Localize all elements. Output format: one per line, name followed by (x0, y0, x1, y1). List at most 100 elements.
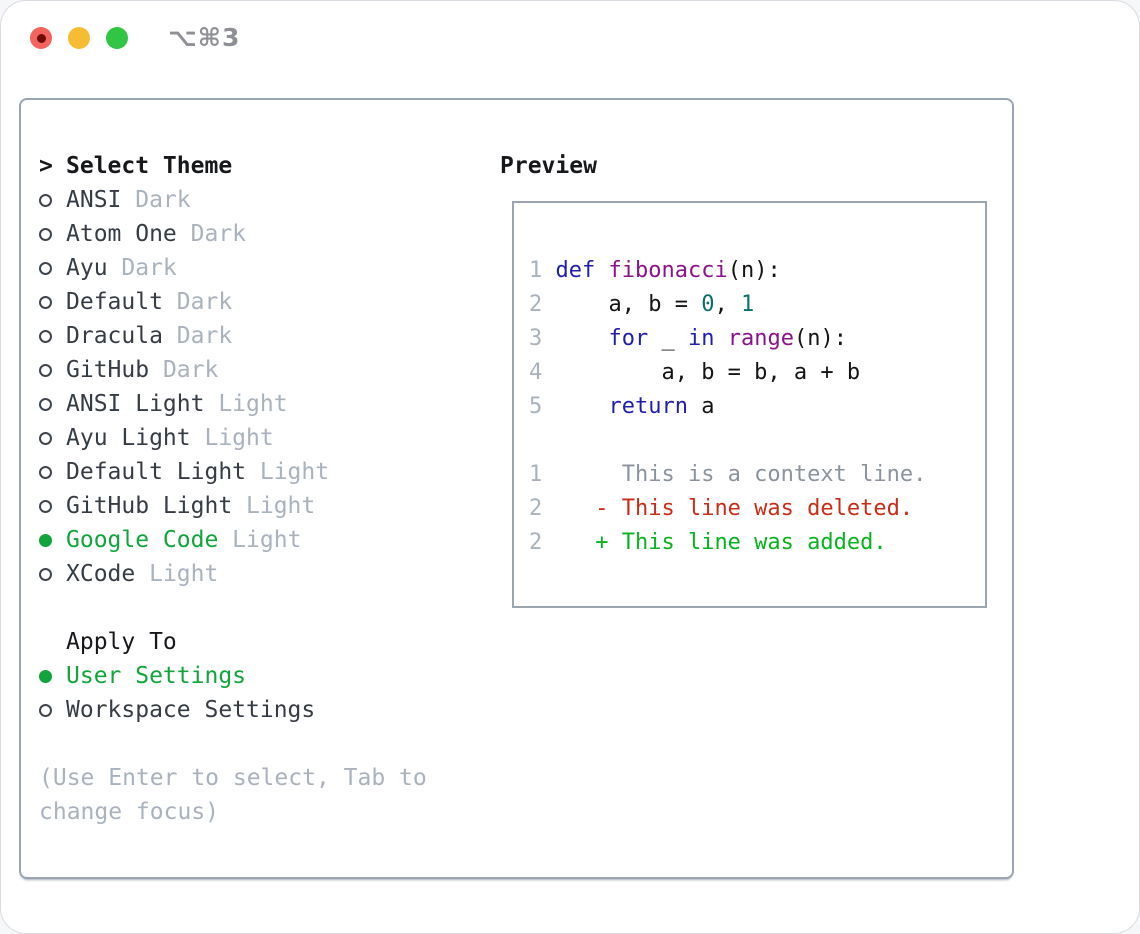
radio-slot (39, 363, 66, 377)
select-theme-heading-row: > Select Theme (39, 149, 479, 183)
code-token: a (687, 394, 715, 419)
radio-icon (39, 431, 52, 445)
code-token (714, 326, 727, 351)
apply-option-label: User Settings (66, 663, 247, 689)
theme-option-google-code[interactable]: Google Code Light (39, 523, 479, 557)
cursor-indicator: > (39, 153, 53, 179)
radio-slot (39, 465, 66, 479)
diff-preview: 1 This is a context line.2 - This line w… (529, 458, 985, 560)
code-token: a, b = (555, 292, 702, 317)
code-token: _ (648, 326, 688, 351)
code-token: 0 (701, 292, 715, 317)
radio-slot (39, 295, 66, 309)
radio-slot (39, 567, 66, 581)
code-token: This is a context line. (555, 462, 927, 487)
theme-variant: Light (204, 391, 288, 417)
theme-option-dracula[interactable]: Dracula Dark (39, 319, 479, 353)
theme-variant: Dark (162, 289, 233, 315)
preview-line: 3 for _ in range(n): (529, 322, 985, 356)
theme-option-xcode[interactable]: XCode Light (39, 557, 479, 591)
theme-variant: Light (232, 493, 316, 519)
titlebar: ⌥⌘3 (1, 1, 1139, 71)
line-number: 1 (529, 462, 543, 487)
theme-variant: Light (190, 425, 274, 451)
code-token: + This line was added. (555, 530, 887, 555)
theme-name: ANSI Light (66, 391, 205, 417)
line-number: 5 (529, 394, 543, 419)
preview-line: 5 return a (529, 390, 985, 424)
line-number: 4 (529, 360, 543, 385)
radio-slot (39, 329, 66, 343)
preview-title: Preview (500, 153, 597, 179)
theme-variant: Dark (149, 357, 219, 383)
radio-slot (39, 227, 66, 241)
radio-icon (39, 465, 52, 479)
radio-icon (39, 193, 52, 207)
radio-slot (39, 499, 66, 513)
radio-slot (39, 703, 66, 717)
preview-line: 2 a, b = 0, 1 (529, 288, 985, 322)
radio-slot (39, 261, 66, 275)
theme-option-default[interactable]: Default Dark (39, 285, 479, 319)
theme-option-ayu-light[interactable]: Ayu Light Light (39, 421, 479, 455)
theme-option-atom-one[interactable]: Atom One Dark (39, 217, 479, 251)
theme-name: GitHub (66, 357, 150, 383)
preview-line: 2 - This line was deleted. (529, 492, 985, 526)
code-token: def (555, 258, 596, 283)
line-number: 2 (529, 292, 543, 317)
preview-line: 4 a, b = b, a + b (529, 356, 985, 390)
theme-name: GitHub Light (66, 493, 233, 519)
theme-name: Google Code (66, 527, 219, 553)
radio-selected-icon (39, 533, 52, 547)
maximize-button[interactable] (106, 27, 128, 49)
theme-option-default-light[interactable]: Default Light Light (39, 455, 479, 489)
window-title: ⌥⌘3 (168, 23, 241, 52)
apply-option-workspace-settings[interactable]: Workspace Settings (39, 693, 479, 727)
apply-option-user-settings[interactable]: User Settings (39, 659, 479, 693)
radio-icon (39, 567, 52, 581)
line-number: 2 (529, 530, 543, 555)
theme-option-ansi-light[interactable]: ANSI Light Light (39, 387, 479, 421)
radio-selected-icon (39, 669, 52, 683)
apply-to-title: Apply To (66, 629, 177, 655)
theme-option-github[interactable]: GitHub Dark (39, 353, 479, 387)
code-token: 1 (740, 292, 755, 317)
theme-name: Ayu Light (66, 425, 191, 451)
preview-section: Preview 1 def fibonacci (n): 2 a, b = 0, 1… (500, 149, 987, 608)
theme-option-ansi[interactable]: ANSI Dark (39, 183, 479, 217)
theme-name: Atom One (66, 221, 177, 247)
radio-icon (39, 295, 52, 309)
radio-icon (39, 227, 52, 241)
theme-variant: Dark (121, 187, 191, 213)
close-button[interactable] (30, 27, 52, 49)
radio-icon (39, 363, 52, 377)
theme-variant: Dark (107, 255, 177, 281)
line-number: 3 (529, 326, 543, 351)
code-token: , (714, 292, 741, 317)
preview-line: 1 This is a context line. (529, 458, 985, 492)
theme-variant: Light (246, 459, 330, 485)
help-text: (Use Enter to select, Tab to change focu… (39, 765, 427, 825)
theme-option-ayu[interactable]: Ayu Dark (39, 251, 479, 285)
radio-icon (39, 499, 52, 513)
theme-name: Dracula (66, 323, 163, 349)
theme-name: Default Light (66, 459, 247, 485)
code-token: fibonacci (608, 258, 728, 283)
radio-slot (39, 669, 66, 683)
apply-option-label: Workspace Settings (66, 697, 316, 723)
code-token: for (608, 326, 649, 351)
radio-icon (39, 703, 52, 717)
code-token: range (727, 326, 794, 351)
theme-variant: Dark (176, 221, 247, 247)
code-token: (n): (793, 326, 847, 351)
theme-variant: Light (135, 561, 219, 587)
theme-option-github-light[interactable]: GitHub Light Light (39, 489, 479, 523)
minimize-button[interactable] (68, 27, 90, 49)
theme-variant: Dark (162, 323, 233, 349)
